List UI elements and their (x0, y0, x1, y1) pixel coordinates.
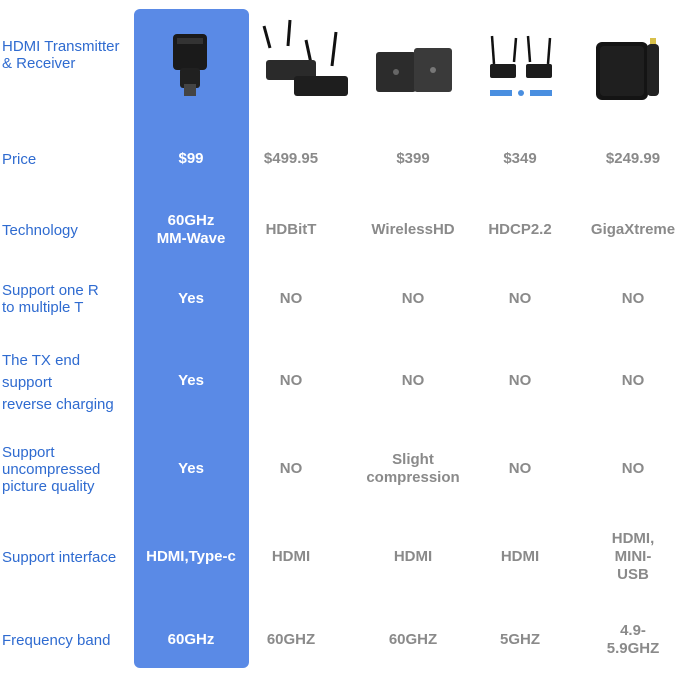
row-label-interface: Support interface (2, 549, 117, 566)
dual-antenna-router-pair-image (490, 35, 552, 96)
row-label-uncompressed: Support uncompressed picture quality (2, 444, 101, 495)
competitor-3-one-r-multiple-t: NO (508, 290, 532, 307)
dual-antenna-extender-pair-image (262, 19, 348, 96)
competitor-3-technology: HDCP2.2 (488, 221, 552, 238)
row-label-technology: Technology (2, 222, 78, 239)
black-box-receiver-image (376, 48, 452, 92)
competitor-1-interface: HDMI (271, 548, 311, 565)
featured-uncompressed: Yes (178, 460, 204, 477)
competitor-2-frequency: 60GHZ (388, 631, 438, 648)
competitor-3-reverse-charging: NO (508, 372, 532, 389)
router-with-dongle-image (596, 38, 659, 100)
row-label-frequency: Frequency band (2, 632, 111, 649)
usb-dongle-device-image (173, 34, 207, 96)
competitor-2-reverse-charging: NO (401, 372, 425, 389)
competitor-4-uncompressed: NO (621, 460, 645, 477)
competitor-4-frequency: 4.9-5.9GHZ (606, 622, 660, 657)
featured-price: $99 (178, 150, 204, 167)
competitor-1-price: $499.95 (263, 150, 319, 167)
competitor-3-price: $349 (503, 150, 537, 167)
competitor-4-technology: GigaXtreme (590, 221, 676, 238)
competitor-1-uncompressed: NO (279, 460, 303, 477)
featured-product-column-highlight (134, 9, 249, 668)
row-label-reverse-charging: The TX end support reverse charging (2, 352, 114, 413)
competitor-4-reverse-charging: NO (621, 372, 645, 389)
competitor-1-reverse-charging: NO (279, 372, 303, 389)
competitor-4-interface: HDMI, MINI-USB (611, 530, 655, 583)
competitor-2-interface: HDMI (393, 548, 433, 565)
competitor-2-uncompressed: Slight compression (366, 451, 460, 486)
competitor-3-interface: HDMI (500, 548, 540, 565)
featured-interface: HDMI,Type-c (146, 548, 236, 565)
competitor-2-one-r-multiple-t: NO (401, 290, 425, 307)
competitor-1-frequency: 60GHZ (266, 631, 316, 648)
competitor-2-technology: WirelessHD (371, 221, 455, 238)
featured-one-r-multiple-t: Yes (178, 290, 204, 307)
competitor-3-uncompressed: NO (508, 460, 532, 477)
featured-frequency: 60GHz (167, 631, 215, 648)
competitor-4-one-r-multiple-t: NO (621, 290, 645, 307)
competitor-1-one-r-multiple-t: NO (279, 290, 303, 307)
featured-technology: 60GHz MM-Wave (156, 212, 226, 247)
competitor-1-technology: HDBitT (265, 221, 317, 238)
row-label-product: HDMI Transmitter & Receiver (2, 38, 120, 72)
row-label-price: Price (2, 151, 37, 168)
competitor-3-frequency: 5GHZ (499, 631, 541, 648)
row-label-one-r-multiple-t: Support one R to multiple T (2, 282, 99, 316)
featured-reverse-charging: Yes (178, 372, 204, 389)
competitor-4-price: $249.99 (605, 150, 661, 167)
competitor-2-price: $399 (396, 150, 430, 167)
